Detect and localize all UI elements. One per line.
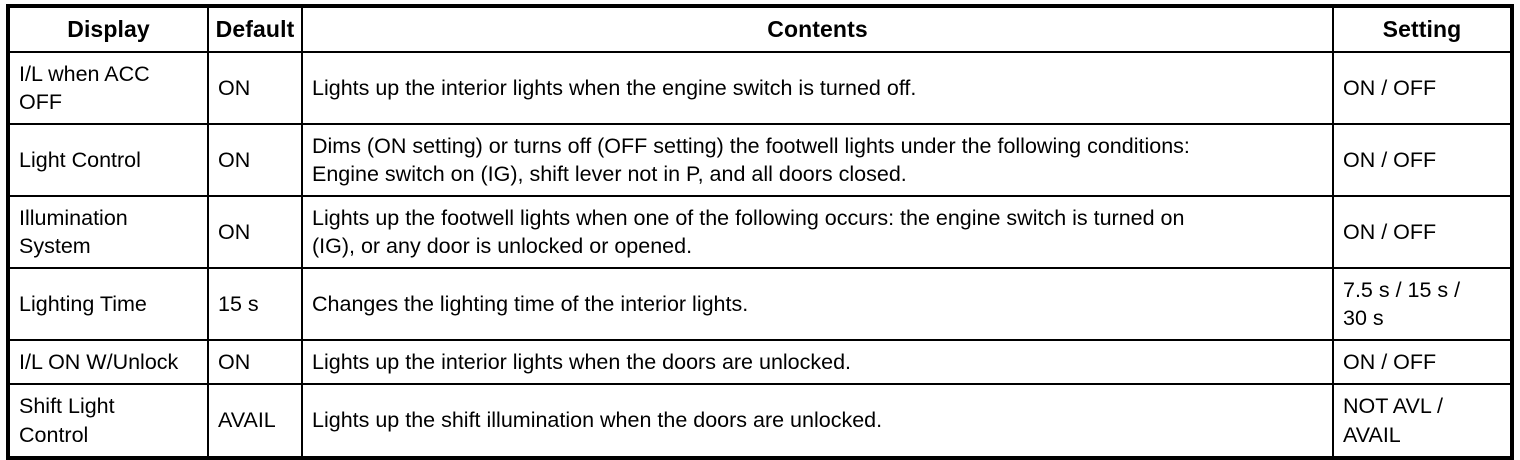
setting-value: ON / OFF (1343, 219, 1437, 244)
table-header-row: Display Default Contents Setting (8, 5, 1512, 53)
display-value: Shift Light Control (19, 394, 115, 447)
setting-value: NOT AVL / AVAIL (1343, 394, 1443, 447)
table-row: Lighting Time 15 s Changes the lighting … (8, 267, 1512, 341)
default-value: AVAIL (218, 408, 276, 433)
contents-value: Lights up the footwell lights when one o… (312, 205, 1185, 258)
display-value: Light Control (19, 147, 141, 172)
cell-contents: Lights up the shift illumination when th… (301, 383, 1334, 458)
default-value: ON (218, 349, 251, 374)
cell-default: ON (207, 123, 303, 197)
vehicle-lighting-settings-table: Display Default Contents Setting I/L whe… (6, 4, 1514, 460)
cell-default: ON (207, 51, 303, 125)
display-value: Lighting Time (19, 291, 147, 316)
display-value: Illumination System (19, 205, 128, 258)
setting-value: ON / OFF (1343, 147, 1437, 172)
cell-default: 15 s (207, 267, 303, 341)
table-body: I/L when ACC OFF ON Lights up the interi… (8, 51, 1512, 458)
table-row: Shift Light Control AVAIL Lights up the … (8, 383, 1512, 458)
contents-value: Lights up the shift illumination when th… (312, 408, 883, 433)
cell-setting: ON / OFF (1332, 51, 1512, 125)
display-value: I/L when ACC OFF (19, 61, 150, 114)
cell-contents: Lights up the interior lights when the d… (301, 339, 1334, 385)
cell-default: ON (207, 339, 303, 385)
contents-value: Dims (ON setting) or turns off (OFF sett… (312, 133, 1190, 186)
contents-value: Changes the lighting time of the interio… (312, 291, 749, 316)
setting-value: ON / OFF (1343, 75, 1437, 100)
cell-display: Lighting Time (8, 267, 209, 341)
cell-default: AVAIL (207, 383, 303, 458)
settings-table-container: Display Default Contents Setting I/L whe… (6, 4, 1514, 460)
cell-setting: ON / OFF (1332, 195, 1512, 269)
setting-value: 7.5 s / 15 s / 30 s (1343, 277, 1461, 330)
column-header-display: Display (8, 5, 209, 53)
cell-setting: ON / OFF (1332, 123, 1512, 197)
cell-default: ON (207, 195, 303, 269)
cell-display: Shift Light Control (8, 383, 209, 458)
cell-display: I/L ON W/Unlock (8, 339, 209, 385)
cell-contents: Dims (ON setting) or turns off (OFF sett… (301, 123, 1334, 197)
column-header-default: Default (207, 5, 303, 53)
default-value: 15 s (218, 291, 259, 316)
cell-display: I/L when ACC OFF (8, 51, 209, 125)
table-row: I/L ON W/Unlock ON Lights up the interio… (8, 339, 1512, 385)
contents-value: Lights up the interior lights when the e… (312, 75, 917, 100)
contents-value: Lights up the interior lights when the d… (312, 349, 852, 374)
cell-contents: Changes the lighting time of the interio… (301, 267, 1334, 341)
display-value: I/L ON W/Unlock (19, 349, 179, 374)
cell-contents: Lights up the interior lights when the e… (301, 51, 1334, 125)
default-value: ON (218, 219, 251, 244)
cell-setting: ON / OFF (1332, 339, 1512, 385)
table-header: Display Default Contents Setting (8, 5, 1512, 53)
table-row: Illumination System ON Lights up the foo… (8, 195, 1512, 269)
cell-display: Illumination System (8, 195, 209, 269)
cell-setting: NOT AVL / AVAIL (1332, 383, 1512, 458)
table-row: I/L when ACC OFF ON Lights up the interi… (8, 51, 1512, 125)
setting-value: ON / OFF (1343, 349, 1437, 374)
table-row: Light Control ON Dims (ON setting) or tu… (8, 123, 1512, 197)
default-value: ON (218, 75, 251, 100)
cell-display: Light Control (8, 123, 209, 197)
default-value: ON (218, 147, 251, 172)
column-header-contents: Contents (301, 5, 1334, 53)
column-header-setting: Setting (1332, 5, 1512, 53)
cell-setting: 7.5 s / 15 s / 30 s (1332, 267, 1512, 341)
cell-contents: Lights up the footwell lights when one o… (301, 195, 1334, 269)
